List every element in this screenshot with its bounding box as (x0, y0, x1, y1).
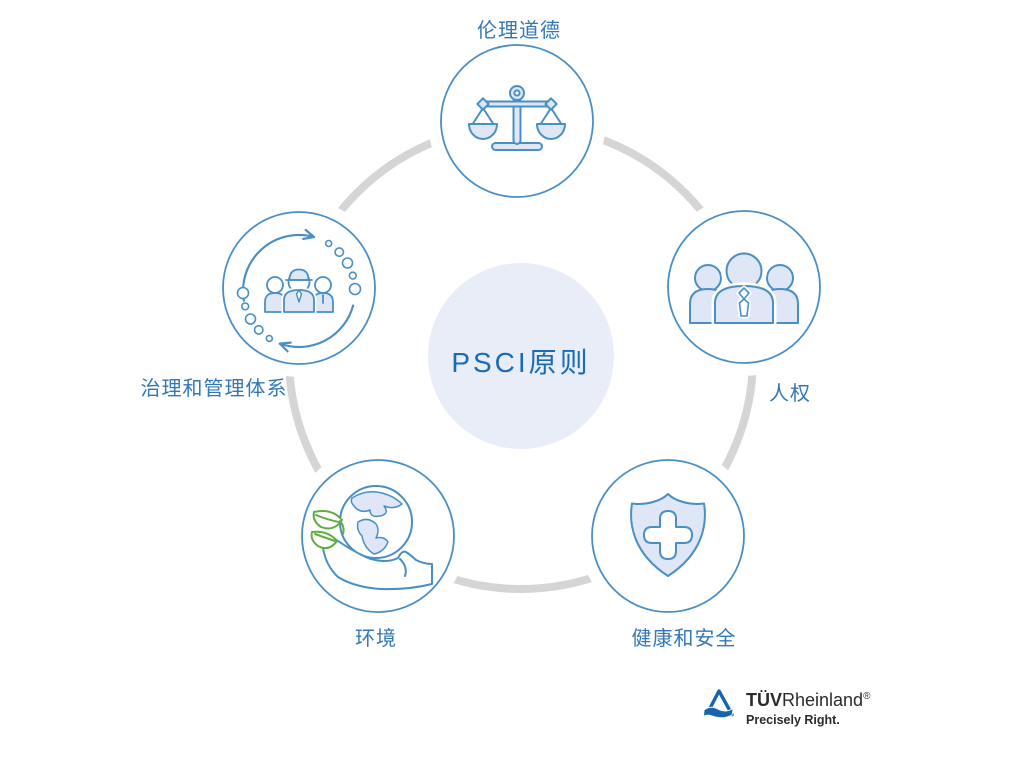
node-ethics (428, 32, 606, 210)
health-safety-label: 健康和安全 (631, 628, 737, 650)
node-health-safety (579, 447, 757, 625)
governance-label: 治理和管理体系 (140, 378, 288, 400)
node-human-rights (655, 198, 833, 376)
node-environment (289, 447, 467, 625)
node-governance (210, 199, 388, 377)
tuv-triangle-icon (702, 689, 734, 719)
brand-tagline: Precisely Right. (746, 713, 840, 727)
human-rights-label: 人权 (769, 383, 811, 405)
people-cycle-icon (236, 228, 362, 353)
scales-icon (468, 85, 566, 151)
earth-in-hand-icon (310, 485, 433, 591)
environment-label: 环境 (355, 628, 397, 650)
brand-rheinland: Rheinland (782, 690, 864, 710)
tuv-rheinland-logo: TÜVRheinland® Precisely Right. (701, 687, 870, 727)
shield-cross-icon (630, 493, 706, 577)
registered-mark: ® (863, 691, 871, 702)
brand-name: TÜVRheinland® (746, 687, 870, 710)
leaf-icon (310, 510, 345, 550)
people-group-icon (689, 248, 799, 327)
brand-tuv: TÜV (746, 690, 782, 710)
center-title: PSCI原则 (451, 347, 591, 378)
ethics-label: 伦理道德 (477, 20, 561, 42)
center-circle (428, 263, 614, 449)
